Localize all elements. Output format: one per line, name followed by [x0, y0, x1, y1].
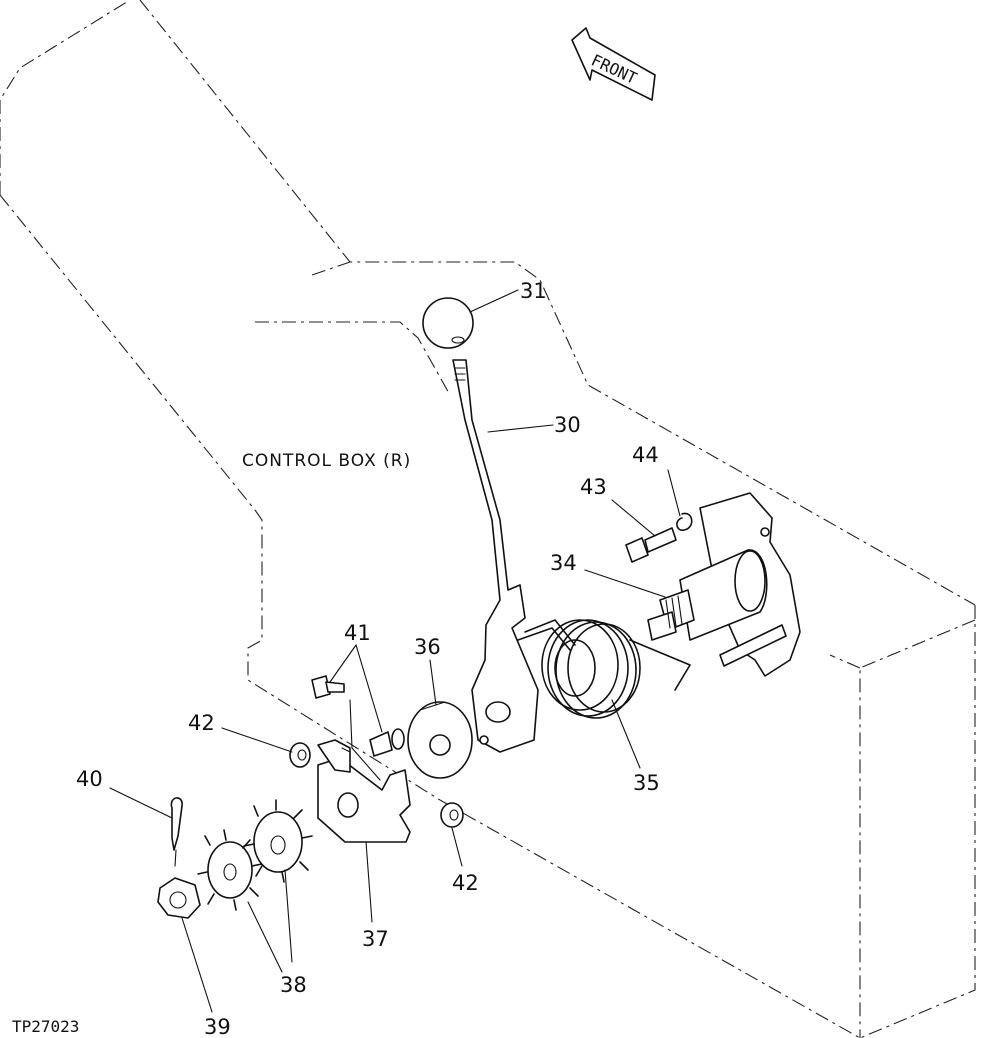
callout-37: 37 [362, 927, 389, 951]
part-42-nut-lower [440, 802, 464, 828]
figure-id: TP27023 [12, 1017, 79, 1036]
callout-35: 35 [633, 771, 660, 795]
part-36-washer [407, 701, 473, 779]
callout-36: 36 [414, 635, 441, 659]
control-box-label: CONTROL BOX (R) [242, 451, 411, 471]
part-42-nut-upper [289, 742, 311, 768]
callout-42-lower: 42 [452, 871, 479, 895]
part-41-screws [311, 675, 405, 757]
front-arrow-text: FRONT [588, 50, 640, 88]
part-31-knob [422, 297, 474, 349]
part-43-bolt [625, 527, 677, 563]
part-38-star-washers [197, 799, 313, 911]
callout-31: 31 [520, 279, 547, 303]
callout-30: 30 [554, 413, 581, 437]
callout-43: 43 [580, 475, 607, 499]
callout-44: 44 [632, 443, 659, 467]
callout-38: 38 [280, 973, 307, 997]
callout-42-upper: 42 [188, 711, 215, 735]
callout-34: 34 [550, 551, 577, 575]
callout-39: 39 [204, 1015, 231, 1038]
part-39-castle-nut [157, 877, 201, 919]
part-40-cotter-pin [170, 797, 183, 867]
part-37-bracket [317, 699, 411, 843]
callout-40: 40 [76, 767, 103, 791]
part-30-lever [452, 359, 539, 753]
leader-lines [109, 289, 681, 1013]
part-35-spring [517, 619, 691, 719]
callout-41: 41 [344, 621, 371, 645]
part-34-solenoid [647, 492, 801, 677]
part-44-lockwasher [676, 512, 693, 531]
front-arrow: FRONT [571, 27, 656, 101]
